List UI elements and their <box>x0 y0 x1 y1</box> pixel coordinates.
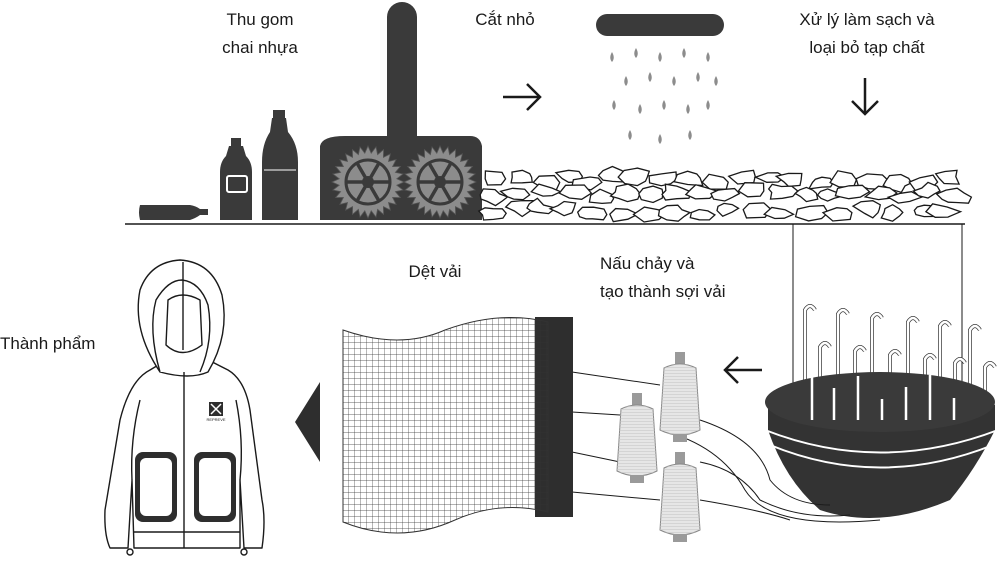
step-label-line: chai nhựa <box>222 38 298 57</box>
jacket-icon <box>104 259 265 556</box>
plastic-flakes-icon <box>477 165 973 223</box>
bottle-icon <box>220 138 252 220</box>
step-label-line: tạo thành sợi vải <box>600 282 726 301</box>
step-label-collect: Thu gom chai nhựa <box>205 6 315 62</box>
step-label-shred: Cắt nhỏ <box>455 6 555 34</box>
triangle-left-icon <box>295 382 320 462</box>
gear-icon <box>331 145 477 219</box>
arrow-left-icon <box>723 356 762 384</box>
step-label-final: Thành phẩm <box>0 330 125 358</box>
step-label-melt: Nấu chảy và tạo thành sợi vải <box>600 250 790 306</box>
woven-fabric <box>342 317 549 534</box>
step-label-line: Cắt nhỏ <box>475 10 535 29</box>
lying-bottle-icon <box>139 205 208 220</box>
jacket-logo-text: REPREVE <box>206 417 226 422</box>
thread-lines <box>571 371 881 523</box>
step-label-line: Xử lý làm sạch và <box>799 10 935 29</box>
arrow-right-icon <box>503 83 542 111</box>
wash-shower-icon <box>596 14 724 144</box>
melting-vessel-icon <box>764 304 999 518</box>
step-label-line: Thu gom <box>226 10 294 29</box>
arrow-down-icon <box>851 78 879 116</box>
spool-icon <box>616 352 701 542</box>
step-label-line: loại bỏ tạp chất <box>809 38 925 57</box>
tall-bottle-icon <box>262 110 298 220</box>
step-label-weave: Dệt vải <box>395 258 475 286</box>
step-label-clean: Xử lý làm sạch và loại bỏ tạp chất <box>762 6 972 62</box>
step-label-line: Nấu chảy và <box>600 254 695 273</box>
step-label-line: Thành phẩm <box>0 334 96 353</box>
step-label-line: Dệt vải <box>408 262 462 281</box>
